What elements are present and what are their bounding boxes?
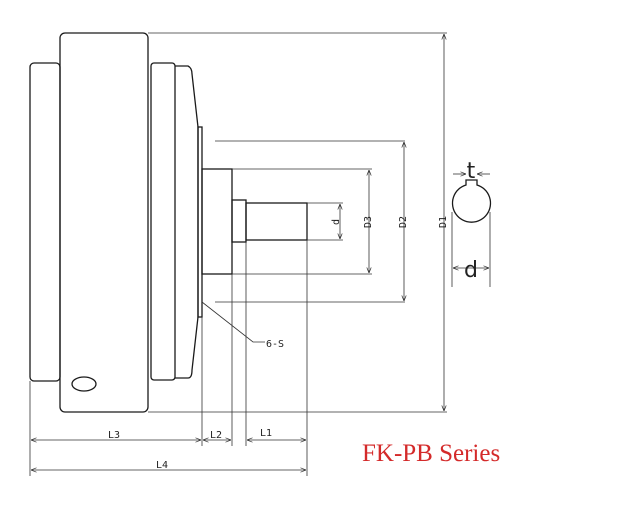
output-hub [201,168,233,275]
dim-L2: L2 [210,430,222,441]
main-housing [59,32,149,413]
shaft-step [231,199,247,243]
key-d-label: d [464,258,478,283]
output-shaft [245,202,308,241]
shaft-key-section [451,179,492,223]
dim-L4: L4 [156,460,168,471]
oil-plug [71,376,97,392]
taper-cover [175,65,199,379]
dim-D3: D3 [363,216,374,228]
dim-D1: D1 [438,216,449,228]
rear-flange [29,62,61,382]
front-flange [150,62,176,381]
dim-d: d [331,219,342,225]
dim-L3: L3 [108,430,120,441]
dim-D2: D2 [398,216,409,228]
key-t-label: t [467,159,476,184]
dim-L1: L1 [260,428,272,439]
bolt-label: 6-S [266,339,284,350]
series-title: FK-PB Series [362,440,501,467]
